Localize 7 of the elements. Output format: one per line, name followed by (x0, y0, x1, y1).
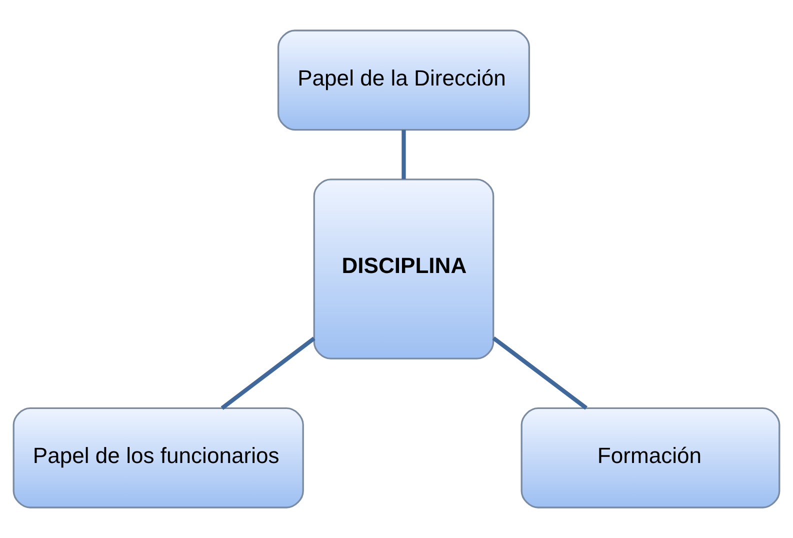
connector (402, 130, 406, 180)
node-box: DISCIPLINA (313, 178, 494, 360)
node-box: Papel de los funcionarios (12, 407, 304, 508)
connector (220, 336, 316, 410)
connector (492, 336, 588, 410)
node-box: Papel de la Dirección (277, 30, 530, 131)
node-box: Formación (520, 407, 780, 508)
